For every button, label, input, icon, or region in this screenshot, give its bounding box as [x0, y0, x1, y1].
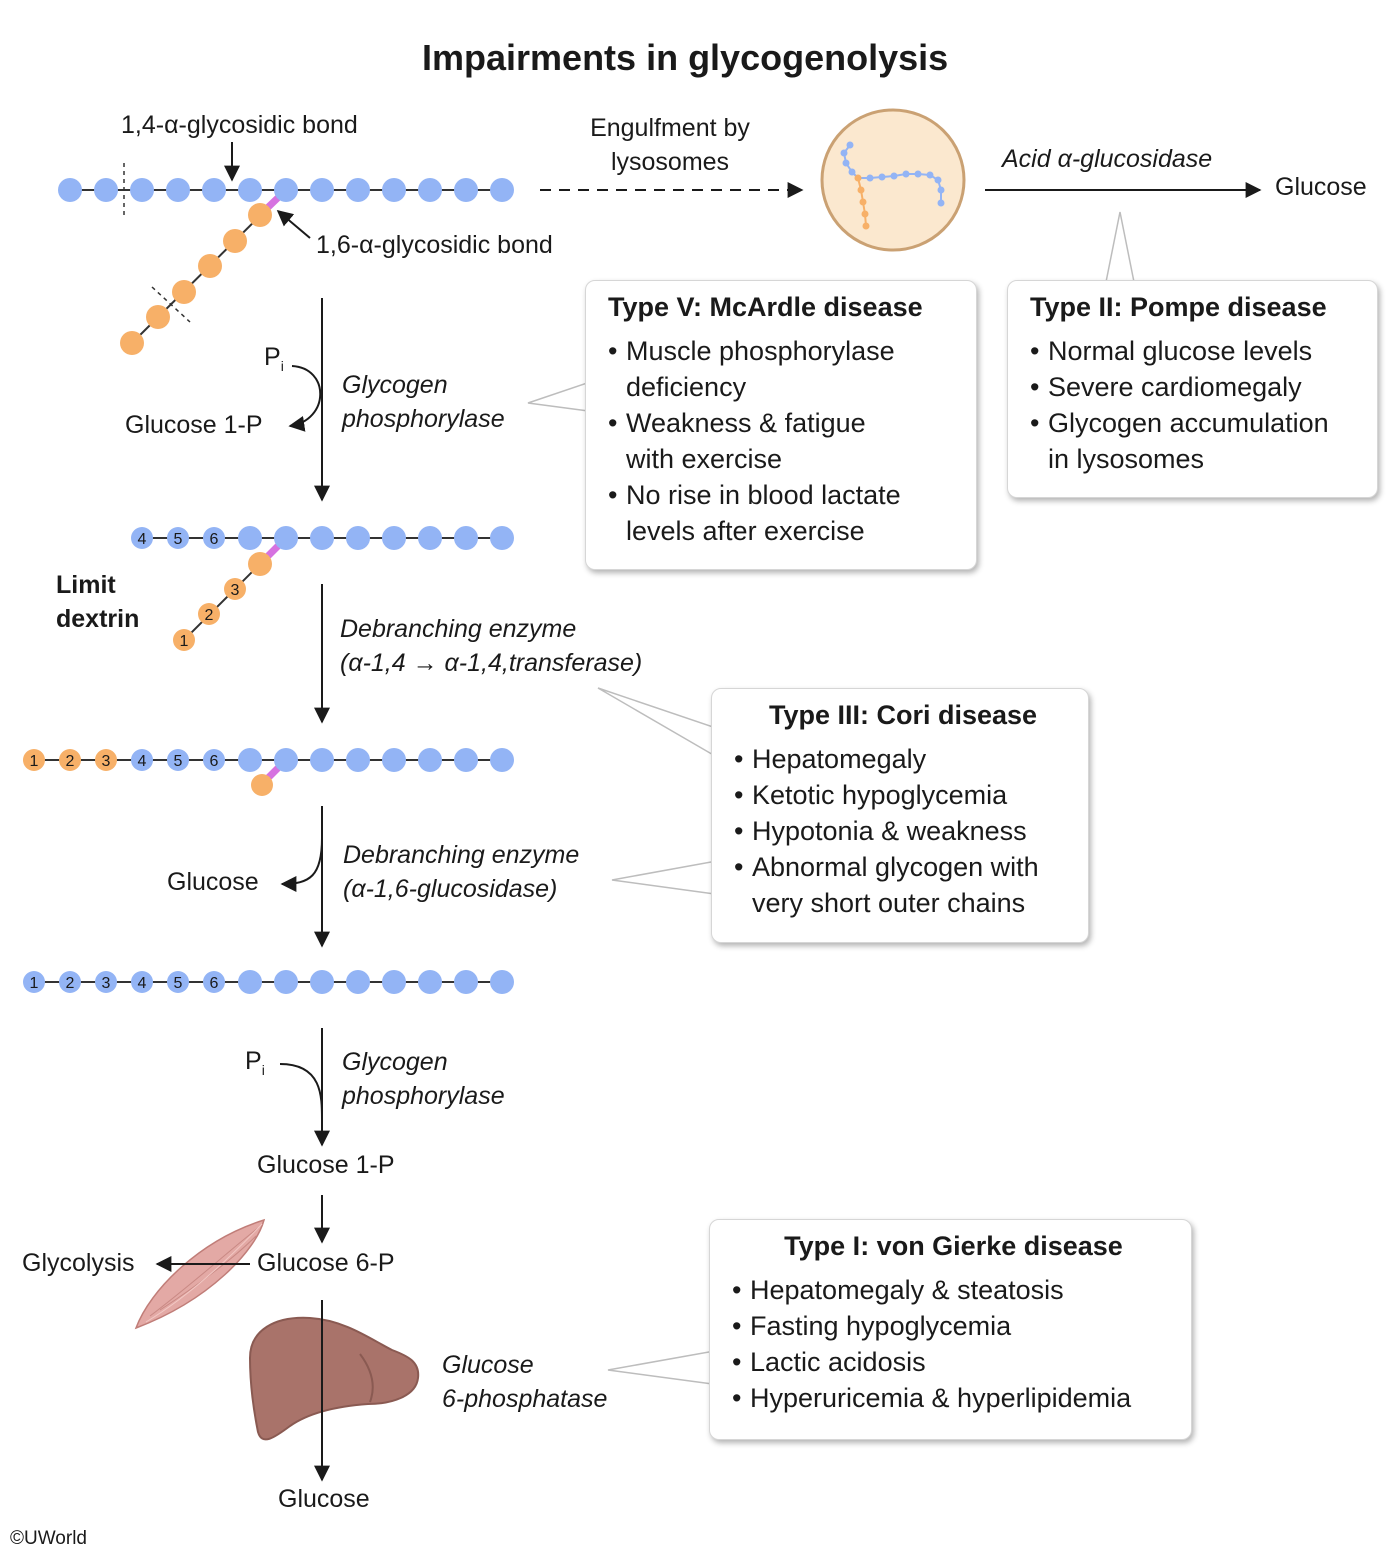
- glycogen-phosphorylase-label-a: Glycogen phosphorylase: [342, 371, 505, 433]
- row2-number: 1: [180, 633, 189, 650]
- pi-label-2-sub: i: [261, 1062, 265, 1078]
- engulfment-label: Engulfment by lysosomes: [590, 114, 750, 176]
- glycogen-chain-row3: 1 2 3 4 5 6: [23, 748, 514, 796]
- pi-label-1-sub: i: [280, 358, 284, 374]
- row4-number: 4: [138, 975, 147, 992]
- cori-item: Abnormal glycogen with very short outer …: [734, 849, 1072, 921]
- cori-item: Ketotic hypoglycemia: [734, 777, 1072, 813]
- row4-number: 3: [102, 975, 111, 992]
- pi-label-2-text: P: [245, 1047, 262, 1075]
- glycogen-chain-row2: 4 5 6 3 2 1: [131, 526, 514, 651]
- cori-callout-pointer-2: [611, 859, 723, 896]
- row2-number: 6: [210, 531, 219, 548]
- pompe-disease-title: Type II: Pompe disease: [1030, 292, 1327, 322]
- cori-item: Hepatomegaly: [734, 741, 1072, 777]
- acid-glucosidase-label: Acid α-glucosidase: [1002, 145, 1213, 173]
- vongierke-disease-box: Type I: von Gierke disease Hepatomegaly …: [709, 1219, 1192, 1440]
- glucose-mid-label: Glucose: [167, 868, 259, 896]
- row3-number: 1: [30, 753, 39, 770]
- vongierke-callout-pointer: [607, 1349, 721, 1386]
- glycolysis-label: Glycolysis: [22, 1249, 135, 1277]
- pompe-item: Severe cardiomegaly: [1030, 369, 1361, 405]
- mcardle-disease-title: Type V: McArdle disease: [608, 292, 923, 322]
- pompe-item: Normal glucose levels: [1030, 333, 1361, 369]
- row4-number: 6: [210, 975, 219, 992]
- glucose-release-curve: [280, 837, 323, 892]
- row2-number: 2: [205, 607, 214, 624]
- cori-disease-box: Type III: Cori disease Hepatomegaly Keto…: [711, 688, 1089, 943]
- pompe-disease-box: Type II: Pompe disease Normal glucose le…: [1007, 280, 1378, 498]
- glucose-1p-label-a: Glucose 1-P: [125, 411, 263, 439]
- pi-label-2: Pi: [245, 1046, 265, 1079]
- cori-disease-title: Type III: Cori disease: [768, 700, 1038, 730]
- copyright: ©UWorld: [10, 1528, 87, 1549]
- pi-curve-arrow-1: [288, 365, 322, 432]
- liver-illustration: [248, 1316, 420, 1441]
- cori-item: Hypotonia & weakness: [734, 813, 1072, 849]
- vongierke-item: Lactic acidosis: [732, 1344, 1175, 1380]
- row3-number: 4: [138, 753, 147, 770]
- pi-curve-arrow-2: [279, 1063, 323, 1121]
- row3-number: 6: [210, 753, 219, 770]
- glycogen-chain-row4: 1 2 3 4 5 6: [23, 970, 514, 994]
- glucose-1p-label-b: Glucose 1-P: [257, 1151, 395, 1179]
- row2-number: 3: [231, 582, 240, 599]
- bond-16-label: 1,6-α-glycosidic bond: [316, 231, 553, 259]
- glucose-6-phosphatase-label: Glucose 6-phosphatase: [442, 1351, 608, 1413]
- row3-number: 3: [102, 753, 111, 770]
- lysosome: [820, 108, 966, 252]
- row2-number: 4: [138, 531, 147, 548]
- glucose-bottom-label: Glucose: [278, 1485, 370, 1513]
- glucose-top-label: Glucose: [1275, 173, 1367, 201]
- mcardle-item: Weakness & fatigue with exercise: [608, 405, 960, 477]
- pi-label-1: Pi: [264, 342, 284, 375]
- row2-number: 5: [174, 531, 183, 548]
- cori-callout-pointer-1: [597, 687, 723, 762]
- mcardle-disease-box: Type V: McArdle disease Muscle phosphory…: [585, 280, 977, 570]
- row4-number: 1: [30, 975, 39, 992]
- bond-16-arrow: [276, 209, 311, 239]
- cleavage-mark-branch: [151, 286, 191, 323]
- vongierke-item: Hyperuricemia & hyperlipidemia: [732, 1380, 1175, 1416]
- vongierke-item: Fasting hypoglycemia: [732, 1308, 1175, 1344]
- debranching-glucosidase-label: Debranching enzyme (α-1,6-glucosidase): [343, 841, 580, 903]
- debranching-transferase-label: Debranching enzyme (α-1,4 → α-1,4,transf…: [340, 615, 643, 677]
- glycogen-chain-row1: [58, 163, 514, 355]
- pi-label-1-text: P: [264, 343, 281, 371]
- glucose-6p-label: Glucose 6-P: [257, 1249, 395, 1277]
- row3-number: 2: [66, 753, 75, 770]
- bond-14-label: 1,4-α-glycosidic bond: [121, 111, 358, 139]
- glycogen-phosphorylase-label-b: Glycogen phosphorylase: [342, 1048, 505, 1110]
- row3-number: 5: [174, 753, 183, 770]
- mcardle-item: No rise in blood lactate levels after ex…: [608, 477, 960, 549]
- limit-dextrin-label: Limit dextrin: [56, 571, 140, 633]
- vongierke-item: Hepatomegaly & steatosis: [732, 1272, 1175, 1308]
- vongierke-disease-title: Type I: von Gierke disease: [784, 1231, 1123, 1261]
- pompe-item: Glycogen accumulation in lysosomes: [1030, 405, 1361, 477]
- row4-number: 5: [174, 975, 183, 992]
- mcardle-item: Muscle phosphorylase deficiency: [608, 333, 960, 405]
- muscle-illustration: [134, 1218, 266, 1330]
- row4-number: 2: [66, 975, 75, 992]
- page-title: Impairments in glycogenolysis: [422, 37, 949, 78]
